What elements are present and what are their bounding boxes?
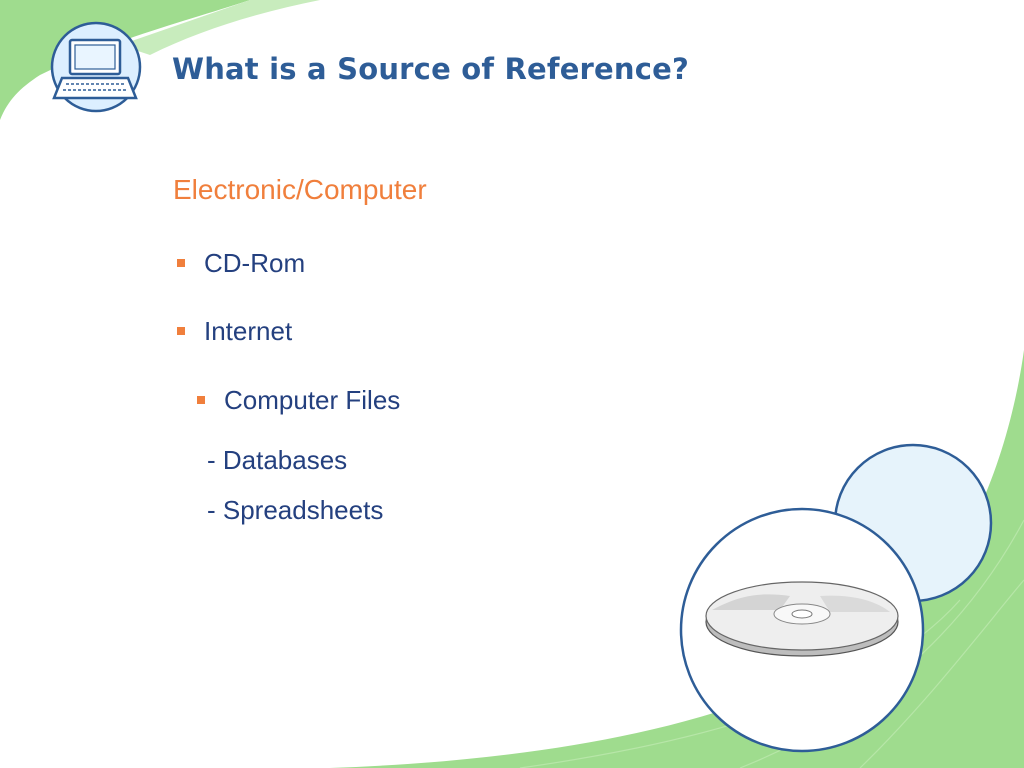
bullet-item: CD-Rom [177,248,306,279]
bullet-square-icon [177,259,185,267]
sub-item: - Databases [207,445,348,475]
bullet-item: Computer Files [197,385,401,416]
bullet-text: Computer Files [224,385,401,415]
bullet-square-icon [197,396,205,404]
bullet-text: CD-Rom [204,248,306,278]
top-green-band [0,0,250,120]
laptop-icon [50,21,142,113]
bullet-item: Internet [177,316,293,347]
slide-subtitle: Electronic/Computer [173,174,427,205]
slide-title: What is a Source of Reference? [172,52,690,86]
bullet-square-icon [177,327,185,335]
sub-item: - Spreadsheets [207,495,384,525]
swoosh-faint-line-3 [859,579,1024,768]
bullet-text: Internet [204,316,293,346]
top-green-band-2 [120,0,320,55]
cd-disc-icon [705,581,899,657]
